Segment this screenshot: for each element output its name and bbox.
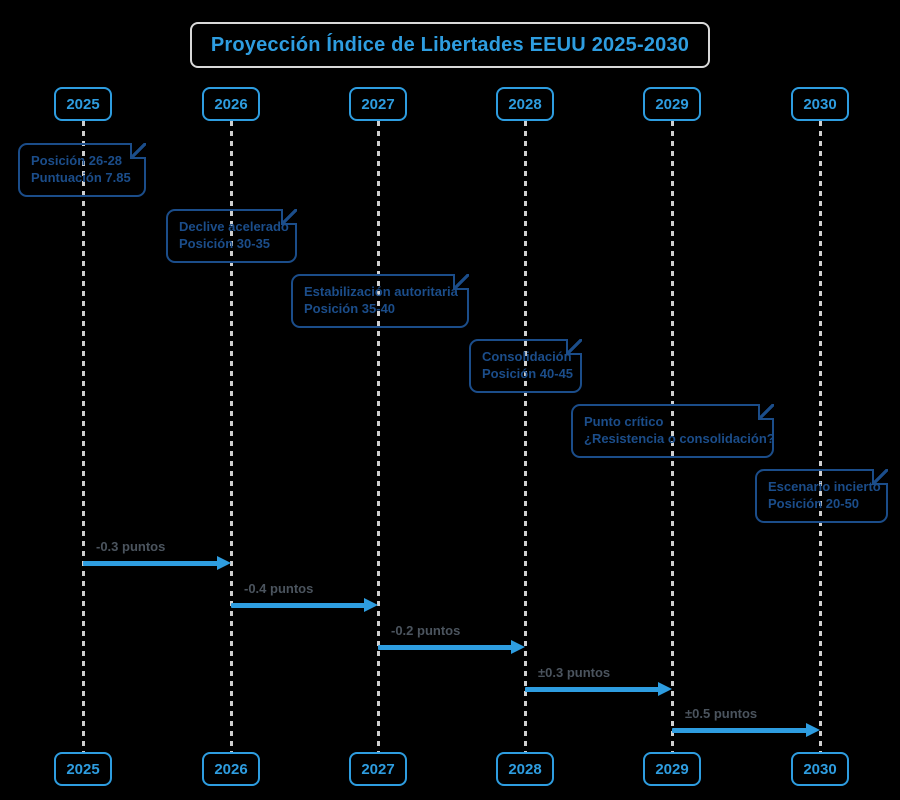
- actor-label: 2028: [508, 760, 542, 778]
- diagram-title: Proyección Índice de Libertades EEUU 202…: [210, 33, 690, 56]
- note-2029: Punto crítico ¿Resistencia o consolidaci…: [571, 404, 775, 458]
- message-label: -0.3 puntos: [96, 539, 166, 554]
- arrowhead-icon: [511, 640, 525, 654]
- note-text-line: Estabilización autoritaria: [304, 284, 458, 299]
- actor-label: 2027: [361, 95, 395, 113]
- note-text-line: Consolidación: [482, 349, 572, 364]
- actor-bottom-2029: 2029: [643, 752, 701, 786]
- actor-label: 2025: [66, 95, 100, 113]
- actor-top-2026: 2026: [202, 87, 260, 121]
- lifeline-2026: [230, 121, 233, 752]
- message-label: ±0.3 puntos: [538, 665, 611, 680]
- actor-bottom-2027: 2027: [349, 752, 407, 786]
- note-2026: Declive acelerado Posición 30-35: [166, 209, 297, 263]
- arrowhead-icon: [806, 723, 820, 737]
- note-text-line: Posición 40-45: [482, 366, 574, 381]
- note-2027: Estabilización autoritaria Posición 35-4…: [291, 274, 469, 328]
- folded-corner-icon: [758, 404, 774, 420]
- lifeline-2028: [524, 121, 527, 752]
- folded-corner-icon: [566, 339, 582, 355]
- note-text-line: Posición 35-40: [304, 301, 396, 316]
- note-2028: Consolidación Posición 40-45: [469, 339, 582, 393]
- folded-corner-icon: [453, 274, 469, 290]
- note-text-line: Posición 20-50: [768, 496, 860, 511]
- note-text-line: Declive acelerado: [179, 219, 289, 234]
- note-2025: Posición 26-28 Puntuación 7.85: [18, 143, 146, 197]
- actor-label: 2029: [655, 760, 689, 778]
- arrow-2028-2029: [525, 687, 659, 692]
- actor-bottom-2028: 2028: [496, 752, 554, 786]
- arrow-2026-2027: [231, 603, 365, 608]
- actor-top-2027: 2027: [349, 87, 407, 121]
- note-text-line: Punto crítico: [584, 414, 664, 429]
- message-label: ±0.5 puntos: [685, 706, 758, 721]
- message-label: -0.2 puntos: [391, 623, 461, 638]
- actor-label: 2027: [361, 760, 395, 778]
- actor-bottom-2030: 2030: [791, 752, 849, 786]
- note-text-line: Puntuación 7.85: [31, 170, 131, 185]
- actor-label: 2028: [508, 95, 542, 113]
- note-2030: Escenario incierto Posición 20-50: [755, 469, 888, 523]
- lifeline-2025: [82, 121, 85, 752]
- arrowhead-icon: [658, 682, 672, 696]
- folded-corner-icon: [130, 143, 146, 159]
- note-text-line: Posición 26-28: [31, 153, 123, 168]
- actor-top-2025: 2025: [54, 87, 112, 121]
- lifeline-2029: [671, 121, 674, 752]
- actor-top-2028: 2028: [496, 87, 554, 121]
- arrowhead-icon: [217, 556, 231, 570]
- arrow-2027-2028: [378, 645, 512, 650]
- actor-label: 2026: [214, 760, 248, 778]
- note-text-line: Escenario incierto: [768, 479, 881, 494]
- lifeline-2030: [819, 121, 822, 752]
- actor-bottom-2026: 2026: [202, 752, 260, 786]
- actor-label: 2030: [803, 95, 837, 113]
- arrow-2025-2026: [83, 561, 218, 566]
- actor-bottom-2025: 2025: [54, 752, 112, 786]
- folded-corner-icon: [872, 469, 888, 485]
- actor-top-2029: 2029: [643, 87, 701, 121]
- actor-label: 2030: [803, 760, 837, 778]
- folded-corner-icon: [281, 209, 297, 225]
- note-text-line: Posición 30-35: [179, 236, 271, 251]
- actor-label: 2026: [214, 95, 248, 113]
- actor-top-2030: 2030: [791, 87, 849, 121]
- actor-label: 2025: [66, 760, 100, 778]
- arrow-2029-2030: [672, 728, 807, 733]
- arrowhead-icon: [364, 598, 378, 612]
- message-label: -0.4 puntos: [244, 581, 314, 596]
- actor-label: 2029: [655, 95, 689, 113]
- diagram-title-box: Proyección Índice de Libertades EEUU 202…: [190, 22, 710, 68]
- note-text-line: ¿Resistencia o consolidación?: [584, 431, 775, 446]
- lifeline-2027: [377, 121, 380, 752]
